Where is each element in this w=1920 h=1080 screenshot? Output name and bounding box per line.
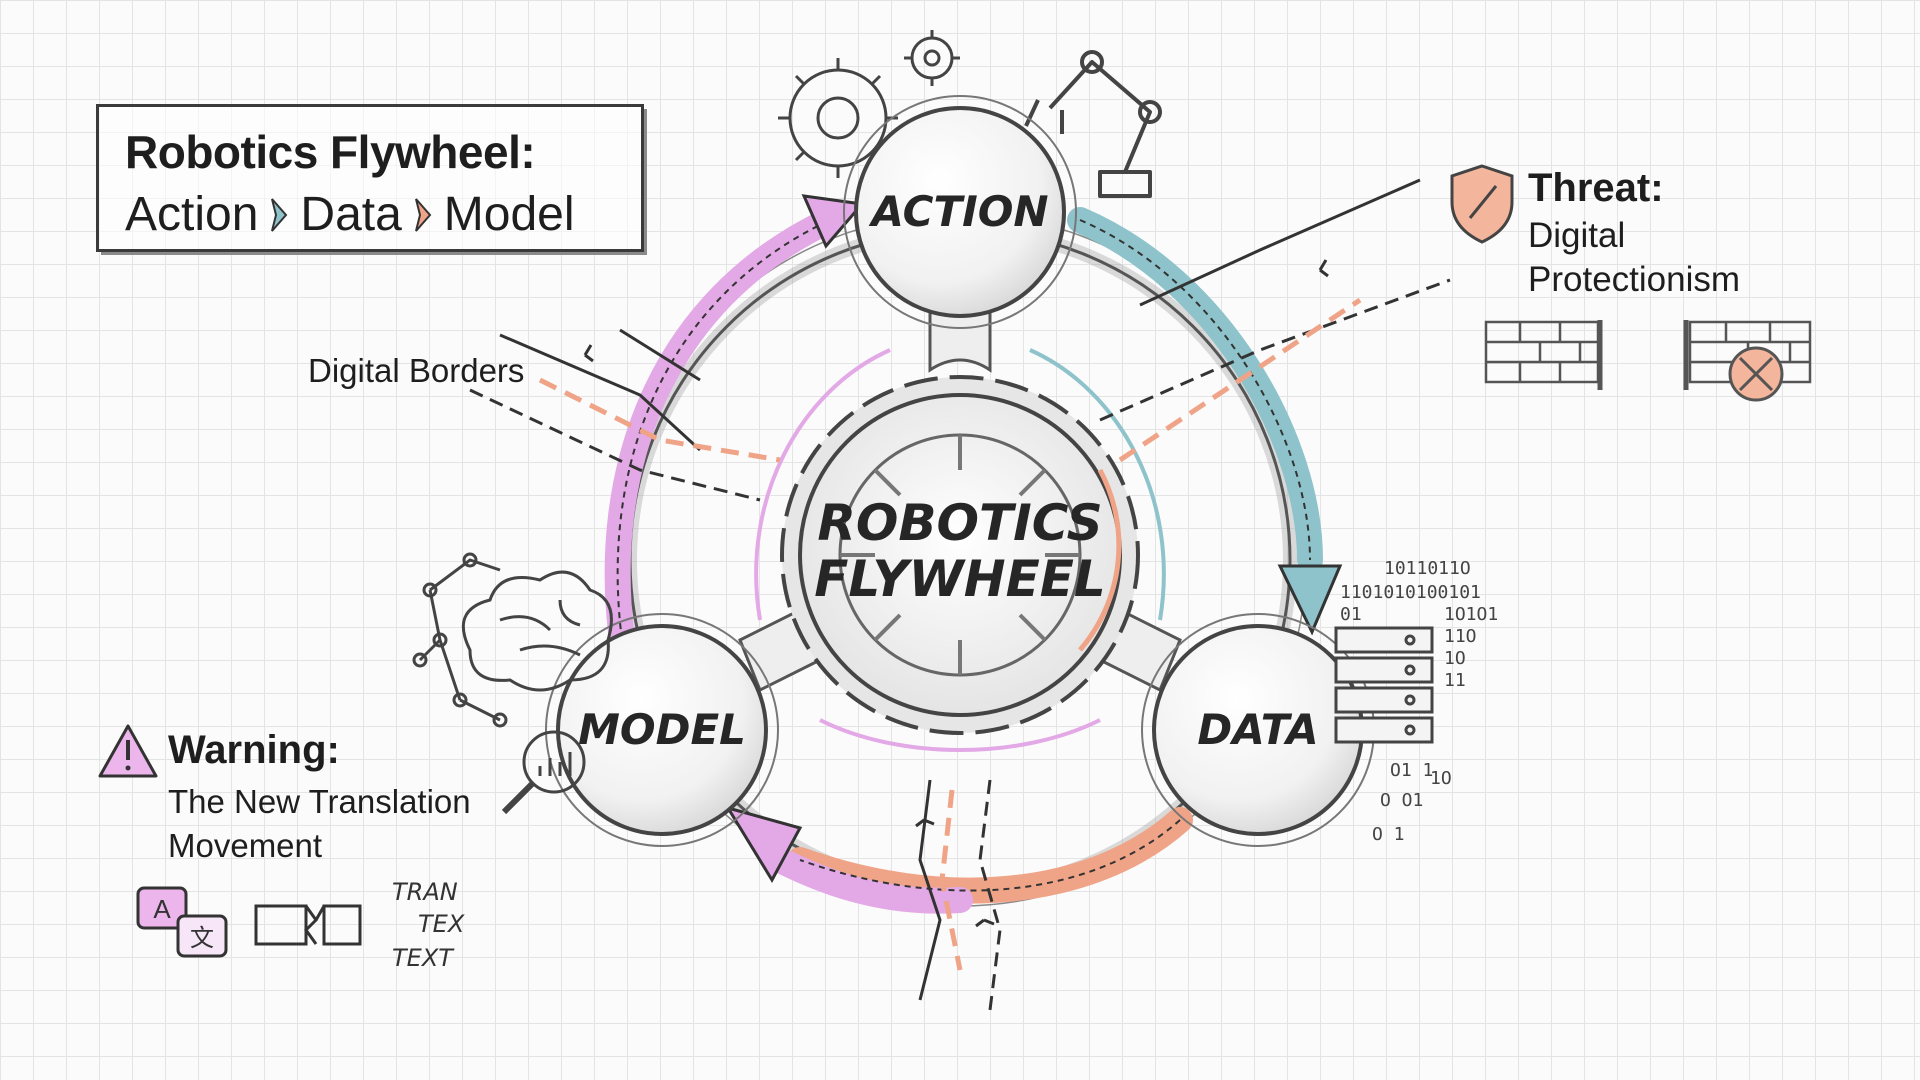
border-break-lines	[538, 297, 1362, 971]
node-data-label: DATA	[1197, 705, 1318, 754]
chevron-right-icon	[414, 197, 432, 232]
inner-arcs	[754, 348, 1166, 752]
translation-text: TRAN TEX TEXT	[392, 878, 465, 972]
translate-icon: A 文	[136, 886, 228, 958]
hub-label-line2: FLYWHEEL	[814, 550, 1106, 608]
barbed-wire-icon	[469, 178, 1451, 1011]
digital-borders-label: Digital Borders	[308, 352, 525, 389]
title-steps: Action Data Model	[125, 187, 575, 242]
node-action: ACTION	[843, 95, 1077, 329]
translation-word: TEX	[418, 910, 465, 938]
blocked-icon	[1728, 346, 1784, 402]
flow-arrow-model-to-action	[604, 194, 865, 653]
translate-glyph-cjk: 文	[190, 924, 214, 952]
warning-heading: Warning:	[168, 728, 340, 772]
node-model-label: MODEL	[578, 705, 746, 754]
brain-network-icon	[412, 552, 613, 728]
binary-digit: 11	[1444, 670, 1466, 691]
hub-gear: ROBOTICS FLYWHEEL	[780, 375, 1140, 735]
server-rack-icon	[1334, 626, 1434, 744]
binary-digits: 1011011O 1101010100101 01 1O1O1 11O 1O 1…	[1340, 558, 1498, 845]
threat-heading: Threat:	[1528, 166, 1664, 210]
binary-digit: O O1	[1380, 790, 1423, 811]
binary-digit: O 1	[1372, 824, 1405, 845]
threat-line: Protectionism	[1528, 260, 1741, 299]
threat-description: Digital Protectionism	[1528, 214, 1740, 302]
translation-word: TRAN	[392, 878, 458, 906]
title-step-model: Model	[443, 188, 575, 241]
binary-digit: 1O1O1	[1444, 604, 1498, 625]
flow-arrow-data-to-model	[724, 805, 1193, 914]
binary-digit: 1101010100101	[1340, 582, 1481, 603]
translate-glyph-latin: A	[153, 894, 171, 924]
binary-digit: 11O	[1444, 626, 1477, 647]
flow-arrow-action-to-data	[1067, 207, 1343, 636]
title-step-data: Data	[300, 188, 402, 241]
binary-digit: 01	[1340, 604, 1362, 625]
warning-description: The New Translation Movement	[168, 780, 471, 868]
node-data: DATA	[1141, 613, 1375, 847]
threat-line: Digital	[1528, 216, 1626, 255]
node-model: MODEL	[545, 613, 779, 847]
title-box: Robotics Flywheel: Action Data Model	[96, 104, 644, 252]
magnifier-chart-icon	[501, 730, 586, 815]
binary-digit: 1O	[1444, 648, 1466, 669]
translation-word: TEXT	[392, 944, 455, 972]
shield-icon	[1450, 164, 1514, 244]
binary-digit: 1011011O	[1384, 558, 1471, 579]
node-action-label: ACTION	[868, 187, 1048, 236]
robot-arm-icon	[1024, 50, 1162, 198]
title-heading: Robotics Flywheel:	[125, 126, 536, 178]
binary-digit: O1 1	[1390, 760, 1433, 781]
warning-line: The New Translation	[168, 783, 471, 820]
chevron-right-icon	[271, 197, 288, 232]
binary-digit: 1O	[1430, 768, 1452, 789]
broken-bridge-sketch	[254, 904, 362, 946]
warning-line: Movement	[168, 827, 323, 864]
title-step-action: Action	[125, 188, 259, 241]
gear-icon	[904, 30, 960, 86]
hub-label-line1: ROBOTICS	[817, 494, 1102, 552]
warning-triangle-icon	[98, 724, 158, 778]
